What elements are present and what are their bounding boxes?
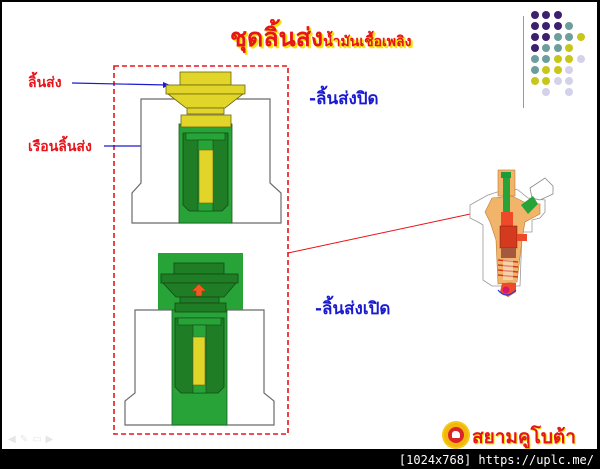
- decor-dot: [542, 77, 550, 85]
- menu-icon[interactable]: ▭: [32, 434, 46, 445]
- decor-divider-line: [523, 16, 524, 108]
- title-main: ชุดลิ้นส่ง: [230, 23, 324, 52]
- decor-dot: [542, 22, 550, 30]
- diagram-valve-closed: [131, 71, 282, 224]
- decor-dot: [554, 77, 562, 85]
- label-valve-open: -ลิ้นส่งเปิด: [315, 299, 391, 319]
- decor-dot: [554, 33, 562, 41]
- decor-dot: [542, 44, 550, 52]
- decor-dot: [565, 44, 573, 52]
- pen-icon[interactable]: ✎: [19, 434, 33, 445]
- flow-up-arrow-icon: [191, 283, 207, 297]
- siam-kubota-logo: [444, 423, 468, 447]
- decor-dot: [531, 22, 539, 30]
- decor-dot: [565, 33, 573, 41]
- footer-resolution-url: [1024x768] https://uplc.me/: [398, 453, 594, 467]
- delivery-valve-diagram: [71, 65, 554, 435]
- decor-dot: [531, 11, 539, 19]
- decor-dot: [542, 88, 550, 96]
- next-arrow-icon[interactable]: ▶: [45, 434, 58, 445]
- decor-dot: [542, 55, 550, 63]
- title-sub: น้ำมันเชื้อเพลิง: [323, 34, 412, 50]
- decor-dot: [554, 22, 562, 30]
- decor-dot: [554, 66, 562, 74]
- decor-dot: [554, 55, 562, 63]
- decor-dot: [531, 44, 539, 52]
- dashed-frame: [113, 65, 289, 435]
- decor-dot: [554, 11, 562, 19]
- decor-dot: [542, 11, 550, 19]
- decor-dot: [577, 33, 585, 41]
- slide-title: ชุดลิ้นส่งน้ำมันเชื้อเพลิง: [230, 18, 411, 58]
- slide: ชุดลิ้นส่งน้ำมันเชื้อเพลิง ลิ้นส่ง เรือน…: [2, 2, 597, 449]
- label-valve-closed: -ลิ้นส่งปิด: [309, 89, 379, 109]
- brand-name: สยามคูโบต้า: [472, 426, 576, 448]
- decor-dot: [531, 55, 539, 63]
- decor-dot: [542, 33, 550, 41]
- label-valve-housing: เรือนลิ้นส่ง: [28, 139, 92, 155]
- injection-pump-illustration: [469, 169, 554, 297]
- decor-dot: [565, 77, 573, 85]
- decor-dot: [554, 44, 562, 52]
- decor-dot: [577, 55, 585, 63]
- decor-dot: [531, 66, 539, 74]
- diagram-valve-open: [124, 253, 275, 426]
- decor-dot: [565, 22, 573, 30]
- elephant-icon: [452, 431, 460, 438]
- decor-dot: [531, 77, 539, 85]
- decor-dot: [565, 88, 573, 96]
- decor-dot: [565, 55, 573, 63]
- slideshow-nav[interactable]: ◀✎▭▶: [8, 434, 57, 445]
- prev-arrow-icon[interactable]: ◀: [8, 434, 20, 445]
- decor-dot: [565, 66, 573, 74]
- decor-dot: [531, 33, 539, 41]
- label-valve: ลิ้นส่ง: [28, 75, 62, 91]
- decor-dot: [542, 66, 550, 74]
